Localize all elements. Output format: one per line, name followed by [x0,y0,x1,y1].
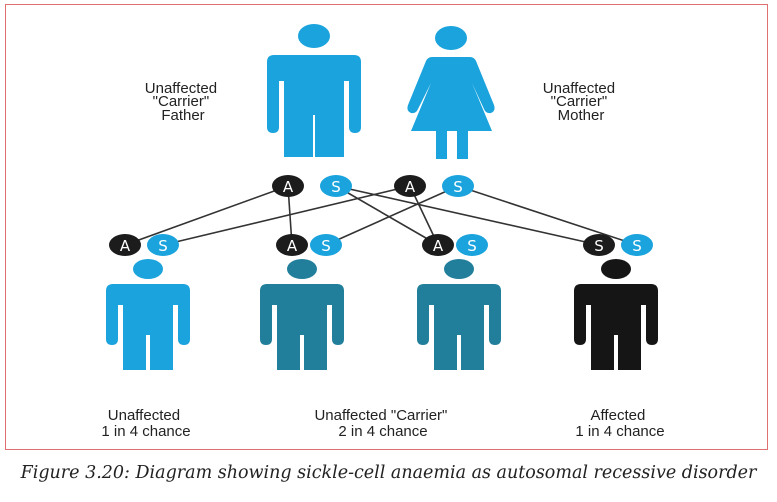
mother-figure [407,57,495,159]
allele-circle [583,234,615,256]
child-4-head [601,259,631,279]
inheritance-line [162,185,411,246]
allele-dominant-circle [272,175,304,197]
allele-circle [456,234,488,256]
child-2-alleles: A S [276,234,342,256]
allele-circle [276,234,308,256]
figure-caption: Figure 3.20: Diagram showing sickle-cell… [20,463,757,483]
father-alleles: A S [272,175,352,197]
allele-dominant-label: A [405,178,416,196]
allele-label: A [433,237,444,255]
allele-label: S [321,237,331,255]
mother-alleles: A S [394,175,474,197]
mother-head [435,26,467,50]
child-3-alleles: A S [422,234,488,256]
child-3-figure [417,284,501,370]
allele-label: S [594,237,604,255]
allele-label: S [158,237,168,255]
child-4-alleles: S S [583,234,653,256]
inheritance-line [335,185,600,246]
allele-recessive-label: S [331,178,341,196]
allele-circle [109,234,141,256]
allele-circle [147,234,179,256]
child-1-alleles: A S [109,234,179,256]
allele-circle [310,234,342,256]
outcome-affected-label: Affected 1 in 4 chance [575,407,664,440]
allele-recessive-circle [320,175,352,197]
father-figure [267,55,361,157]
child-4-figure [574,284,658,370]
inheritance-line [124,185,289,246]
allele-label: A [287,237,298,255]
father-head [298,24,330,48]
allele-dominant-circle [394,175,426,197]
inheritance-line [457,185,638,246]
allele-recessive-circle [442,175,474,197]
child-3-head [444,259,474,279]
inheritance-diagram: Unaffected "Carrier" Father Unaffected "… [101,24,665,440]
inheritance-line [335,185,439,246]
allele-recessive-label: S [453,178,463,196]
mother-label: Unaffected "Carrier" Mother [543,80,619,124]
child-1-figure [106,284,190,370]
allele-dominant-label: A [283,178,294,196]
outcome-unaffected-label: Unaffected 1 in 4 chance [101,407,190,440]
inheritance-lines [124,185,638,246]
diagram-frame: Unaffected "Carrier" Father Unaffected "… [5,4,768,450]
child-2-figure [260,284,344,370]
allele-label: A [120,237,131,255]
child-1-head [133,259,163,279]
outcome-carrier-label: Unaffected "Carrier" 2 in 4 chance [314,407,451,440]
child-2-head [287,259,317,279]
allele-label: S [632,237,642,255]
father-label: Unaffected "Carrier" Father [145,80,221,124]
allele-circle [621,234,653,256]
allele-label: S [467,237,477,255]
inheritance-line [325,185,459,246]
allele-circle [422,234,454,256]
